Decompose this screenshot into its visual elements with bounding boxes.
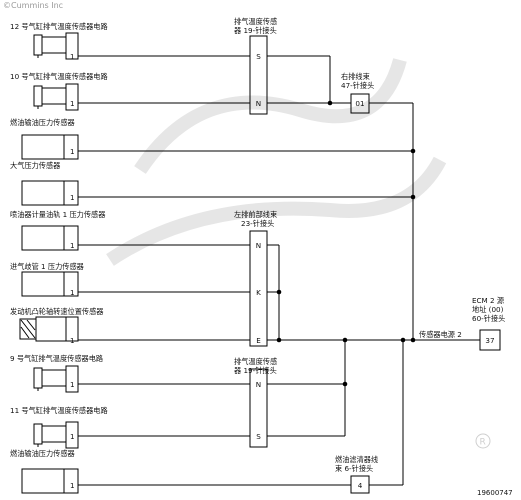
- registered-mark: R: [475, 433, 491, 449]
- sensor-label: 大气压力传感器: [10, 161, 61, 170]
- sensor-icon: [33, 83, 79, 111]
- sensor-pin: 1: [70, 52, 75, 61]
- sensor-label: 10 号气缸排气温度传感器电路: [10, 72, 108, 81]
- cummins-watermark: [106, 58, 447, 266]
- sensor-pin: 1: [70, 481, 75, 490]
- connector-title: 左排前部线束: [234, 210, 278, 219]
- sensor-pin: 1: [70, 380, 75, 389]
- sensor-label: 进气歧管 1 压力传感器: [10, 262, 84, 271]
- sensor-pin: 1: [70, 288, 75, 297]
- ecm-pin: 37: [485, 336, 495, 345]
- connector-pin: E: [256, 336, 261, 345]
- sensor-label: 燃油输油压力传感器: [10, 449, 75, 458]
- figure-id: 19600747: [477, 489, 513, 497]
- connector-title: 排气温度传感: [234, 17, 278, 26]
- sensor-pin: 1: [70, 193, 75, 202]
- sensor-label: 喷油器计量油轨 1 压力传感器: [10, 210, 106, 219]
- connector-title: 23-针接头: [241, 219, 275, 228]
- exhaust-bottom-connector: [249, 368, 268, 448]
- sensor-pin: 1: [70, 241, 75, 250]
- connector-pin: N: [255, 380, 262, 389]
- svg-text:R: R: [480, 438, 486, 448]
- sensor-icon: [21, 271, 79, 297]
- connector-title: 排气温度传感: [234, 357, 278, 366]
- connector-title: 47-针接头: [341, 81, 375, 90]
- signal-label: 传感器电源 2: [419, 330, 462, 339]
- sensor-pin: 1: [70, 147, 75, 156]
- sensor-icon: [19, 316, 79, 342]
- ecm-title: 地址 (00): [472, 305, 504, 314]
- sensor-label: 11 号气缸排气温度传感器电路: [10, 406, 108, 415]
- sensor-pin: 1: [70, 99, 75, 108]
- sensor-icon: [33, 421, 79, 449]
- splice-dots: [276, 100, 416, 387]
- copyright-text: ©Cummins Inc: [3, 1, 64, 10]
- exhaust-top-connector: [249, 35, 268, 115]
- connector-pin: N: [255, 241, 262, 250]
- sensor-icon: [33, 365, 79, 393]
- connector-title: 器 19-针接头: [234, 26, 277, 35]
- connector-pin: 01: [355, 99, 365, 108]
- connector-title: 束 6-针接头: [335, 464, 374, 473]
- ecm-title: 60-针接头: [472, 314, 506, 323]
- sensor-icon: [21, 180, 79, 206]
- connector-title: 器 19-针接头: [234, 366, 277, 375]
- connector-pin: K: [256, 288, 261, 297]
- connector-title: 燃油滤清器线: [335, 455, 379, 464]
- sensor-pin: 1: [70, 336, 75, 345]
- connector-pin: S: [256, 52, 261, 61]
- sensor-label: 燃油输油压力传感器: [10, 118, 75, 127]
- left-front-connector: [249, 230, 268, 347]
- sensor-icon: [21, 134, 79, 160]
- sensor-pin: 1: [70, 432, 75, 441]
- connector-pin: N: [255, 99, 262, 108]
- sensor-label: 12 号气缸排气温度传感器电路: [10, 22, 108, 31]
- connector-pin: S: [256, 432, 261, 441]
- sensor-label: 9 号气缸排气温度传感器电路: [10, 354, 104, 363]
- connector-title: 右排线束: [341, 72, 370, 81]
- wires: [78, 55, 480, 486]
- sensor-label: 发动机凸轮轴转速位置传感器: [10, 307, 104, 316]
- sensor-icon: [21, 225, 79, 251]
- sensor-icon: [21, 468, 79, 494]
- connector-pin: 4: [357, 481, 363, 490]
- ecm-title: ECM 2 源: [472, 296, 505, 305]
- sensor-icon: [33, 32, 79, 60]
